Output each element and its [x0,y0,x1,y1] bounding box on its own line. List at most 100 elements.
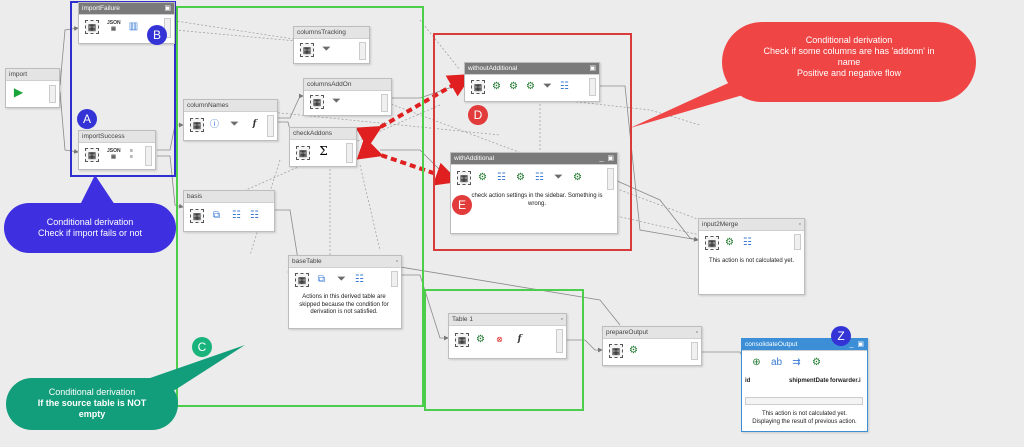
node-withoutAdditional[interactable]: withoutAdditional▣ ▦ ⚙ ⚙ ⚙ ⏷ ☷ [464,62,600,102]
columns-icon[interactable]: ⧉ [317,274,326,285]
node-consolidateOutput[interactable]: consolidateOutput _ ▣ ⊕ ab ⇉ ⚙ id shipmen… [741,338,868,432]
funnel-icon[interactable]: ⏷ [322,43,331,55]
callout-blue-line2: Check if import fails or not [37,228,143,238]
window-controls[interactable]: ▫ [798,221,802,228]
window-controls[interactable]: _ ▣ [599,155,615,162]
scrollbar[interactable] [607,168,614,190]
json-icon[interactable]: JSON▤ [107,20,121,32]
window-controls[interactable]: ▫ [395,258,399,265]
gear-icon[interactable]: ⚙ [492,81,501,92]
node-basis[interactable]: basis ▦ ⧉ ☷ ☷ [183,190,275,232]
scrollbar[interactable] [391,271,398,287]
node-columnsAddOn[interactable]: columnsAddOn ▦ ⏷ [303,78,392,116]
gear-icon[interactable]: ⚙ [476,334,485,345]
funnel-fx-icon[interactable]: ⏷ [230,118,239,130]
json-icon[interactable]: JSON▤ [107,148,121,160]
scrollbar[interactable] [381,94,388,112]
scrollbar[interactable] [346,143,353,163]
node-columnNames[interactable]: columnNames ▦ ⓘ ⏷ f [183,99,278,141]
calc-icon[interactable]: ⚙ [629,345,638,356]
funnel-icon[interactable]: ⏷ [332,95,341,107]
table-icon[interactable]: ☷ [743,237,752,248]
scrollbar[interactable] [691,342,698,360]
column-header-id[interactable]: id [745,378,751,384]
table-icon[interactable]: ☷ [535,172,544,183]
fx-icon[interactable]: f [252,119,257,129]
scrollbar[interactable] [794,234,801,250]
node-title: prepareOutput [606,329,648,336]
node-title: columnsAddOn [304,79,391,91]
callout-red-line2: Check if some columns are has 'addonn' i… [763,46,935,56]
table-icon[interactable]: ☷ [560,81,569,92]
callout-green-line1: Conditional derivation [48,387,136,397]
column-header-shipmentDate[interactable]: shipmentDate [789,378,829,384]
merge-icon[interactable]: ⇉ [792,357,801,368]
table-icon[interactable]: ☷ [355,274,364,285]
table-icon[interactable]: ☷ [250,210,259,221]
funnel-fx-icon[interactable]: ⏷ [337,273,346,285]
gear-icon[interactable]: ⚙ [526,81,535,92]
dashed-selection-icon[interactable]: ▦ [705,236,719,250]
node-columnsTracking[interactable]: columnsTracking ▦ ⏷ [293,26,370,64]
node-checkAddons[interactable]: checkAddons ▦ Σ [289,127,357,167]
gear-icon[interactable]: ⚙ [812,357,821,368]
error-icon[interactable]: ⊗ [496,335,503,344]
window-controls[interactable]: ▣ [164,5,172,12]
dashed-selection-icon[interactable]: ▦ [85,20,99,34]
gear-icon[interactable]: ⚙ [516,172,525,183]
dashed-selection-icon[interactable]: ▦ [310,95,324,109]
gear-icon[interactable]: ⚙ [573,172,582,183]
scrollbar[interactable] [49,85,56,103]
columns-icon[interactable]: ⧉ [212,210,221,221]
column-header-forwarder[interactable]: forwarder.i [830,378,861,384]
node-input2Merge[interactable]: input2Merge▫ ▦ ⚙ ☷ This action is not ca… [698,218,805,295]
window-controls[interactable]: ▣ [589,65,597,72]
dashed-selection-icon[interactable]: ▦ [300,43,314,57]
dashed-selection-icon[interactable]: ▦ [455,333,469,347]
dashed-selection-icon[interactable]: ▦ [471,80,485,94]
calc-icon[interactable]: ⚙ [725,237,734,248]
scrollbar[interactable] [556,329,563,353]
add-column-icon[interactable]: ⊕ [752,357,761,368]
scrollbar[interactable] [267,115,274,137]
list-icon[interactable]: ≡≡ [130,148,133,160]
dashed-selection-icon[interactable]: ▦ [190,118,204,132]
dashed-selection-icon[interactable]: ▦ [85,148,99,162]
badge-a: A [77,109,97,129]
fx-icon[interactable]: f [517,334,522,344]
node-title: consolidateOutput [745,341,798,348]
funnel-icon[interactable]: ⏷ [554,171,563,183]
dashed-selection-icon[interactable]: ▦ [190,209,204,223]
aggregate-icon[interactable]: ab [770,357,783,368]
table-icon[interactable]: ☷ [497,172,506,183]
dashed-selection-icon[interactable]: ▦ [457,171,471,185]
scrollbar[interactable] [145,146,152,166]
scrollbar[interactable] [589,78,596,96]
sigma-icon[interactable]: Σ [319,144,328,158]
funnel-icon[interactable]: ⏷ [543,80,552,92]
node-importSuccess[interactable]: importSuccess ▦ JSON▤ ≡≡ [78,130,156,170]
gear-icon[interactable]: ⚙ [509,81,518,92]
badge-e: E [452,195,472,215]
node-withAdditional[interactable]: withAdditional_ ▣ ▦ ⚙ ☷ ⚙ ☷ ⏷ ⚙ check ac… [450,152,618,234]
horizontal-scrollbar[interactable] [745,397,863,405]
node-baseTable[interactable]: baseTable▫ ▦ ⧉ ⏷ ☷ Actions in this deriv… [288,255,402,329]
window-controls[interactable]: _ ▣ [849,341,865,348]
table-icon[interactable]: ☷ [232,210,241,221]
dashed-selection-icon[interactable]: ▦ [296,146,310,160]
badge-z: Z [831,326,851,346]
window-controls[interactable]: ▫ [695,329,699,336]
green-group-frame-main [176,6,424,407]
dashed-selection-icon[interactable]: ▦ [609,344,623,358]
info-icon[interactable]: ⓘ [209,119,219,129]
columns-icon[interactable]: ▥ [128,21,139,32]
node-import[interactable]: import ▶ [5,68,60,108]
node-prepareOutput[interactable]: prepareOutput ▫ ▦ ⚙ [602,326,702,366]
window-controls[interactable]: ▫ [560,316,564,323]
gear-icon[interactable]: ⚙ [478,172,487,183]
node-table1[interactable]: Table 1▫ ▦ ⚙ ⊗ f [448,313,567,359]
dashed-selection-icon[interactable]: ▦ [295,273,309,287]
play-icon[interactable]: ▶ [13,85,24,99]
scrollbar[interactable] [359,42,366,60]
